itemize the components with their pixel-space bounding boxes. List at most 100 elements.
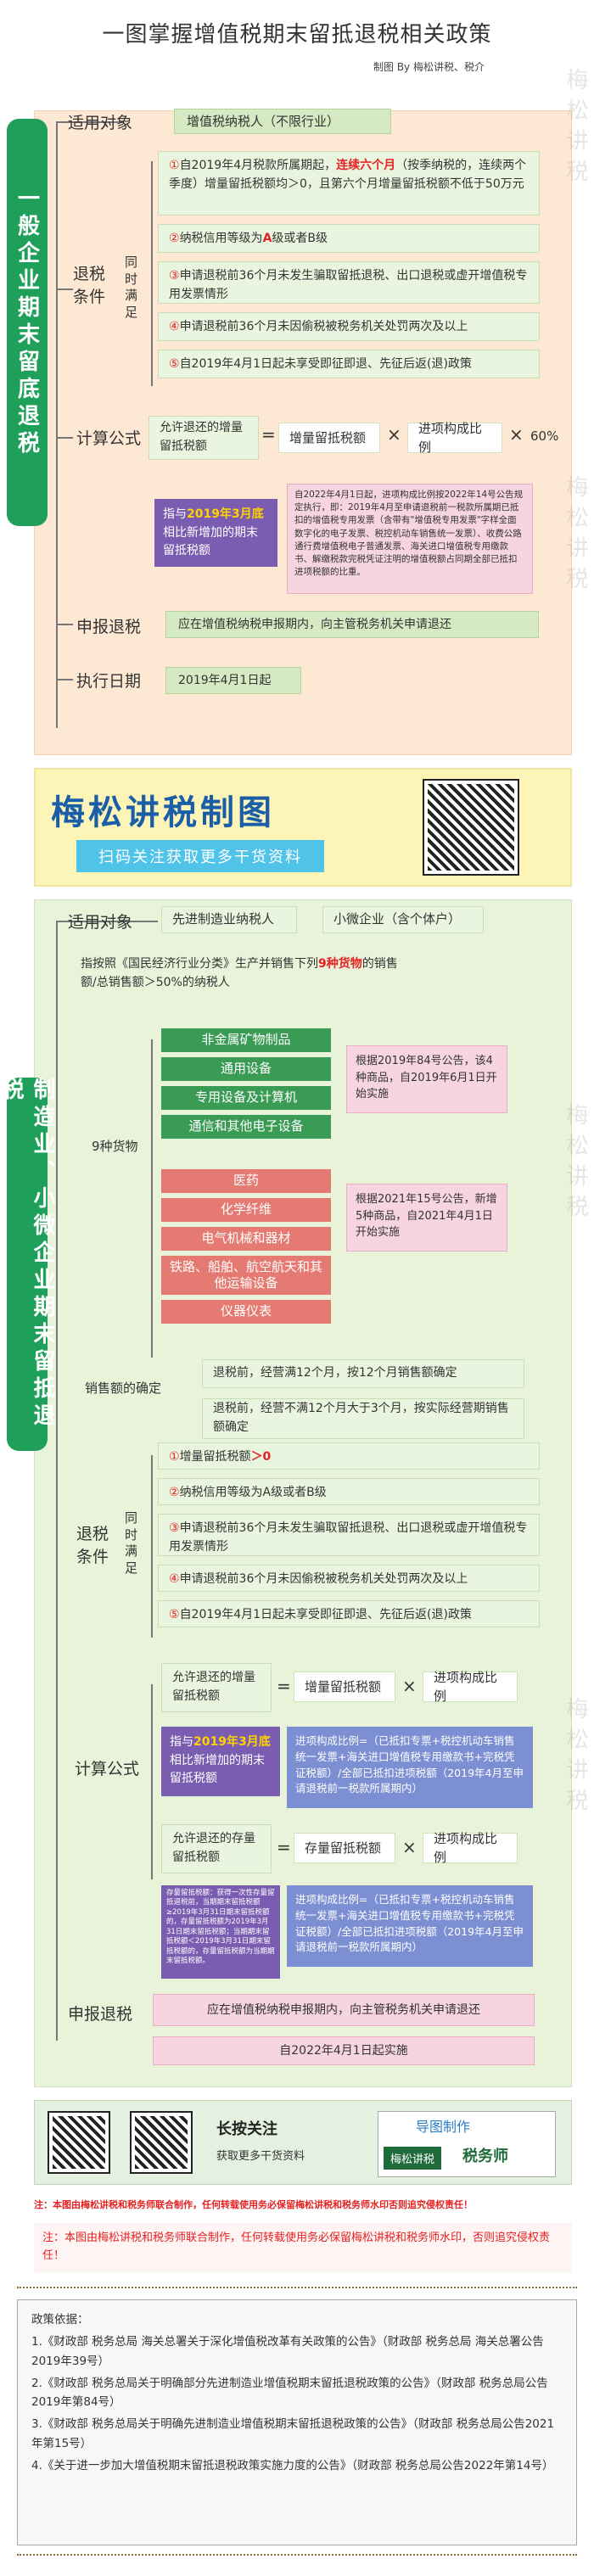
note-text: 相比新增加的期末留抵税额 (170, 1753, 265, 1786)
s2-f2-a: 存量留抵税额 (294, 1833, 395, 1863)
condition-text: 纳税信用等级为A级或者B级 (179, 1486, 327, 1499)
s2-f1-note: 指与2019年3月底相比新增加的期末留抵税额 (161, 1727, 280, 1796)
s1-applicable-label: 适用对象 (68, 113, 133, 132)
connector (151, 1684, 153, 1879)
condition-highlight: 连续六个月 (336, 159, 396, 172)
watermark: 梅松讲税 (563, 475, 588, 597)
s1-formula-a: 增量留抵税额 (278, 423, 380, 453)
note-highlight: 2019年3月底 (193, 1735, 271, 1749)
footer-long-press: 长按关注 (216, 2120, 277, 2138)
policy-item: 3.《财政部 税务总局关于明确先进制造业增值税期末留抵退税政策的公告》（财政部 … (31, 2417, 555, 2450)
s1-formula-left: 允许退还的增量留抵税额 (148, 416, 259, 460)
s2-f2-eq: = (277, 1837, 291, 1857)
footer-warning: 注：本图由梅松讲税和税务师联合制作，任何转载使用务必保留梅松讲税和税务师水印否则… (34, 2199, 473, 2210)
s1-formula-c: 60% (530, 428, 559, 444)
condition-number: ② (169, 1486, 180, 1499)
s1-declare-value: 应在增值税纳税申报期内，向主管税务机关申请退还 (165, 611, 539, 638)
goods-item: 非金属矿物制品 (161, 1028, 331, 1052)
condition-item: ④申请退税前36个月未因偷税被税务机关处罚两次及以上 (158, 1565, 540, 1592)
condition-item: ⑤自2019年4月1日起未享受即征即退、先征后返(退)政策 (158, 350, 540, 378)
s1-declare-label: 申报退税 (76, 617, 142, 636)
condition-item: ①自2019年4月税款所属期起，连续六个月（按季纳税的，连续两个季度）增量留抵税… (158, 151, 540, 216)
condition-text: 级或者B级 (272, 232, 328, 245)
s1-applicable-value: 增值税纳税人（不限行业） (174, 109, 391, 134)
connector (56, 679, 73, 680)
condition-number: ③ (169, 1521, 180, 1535)
note-text: 相比新增加的期末留抵税额 (163, 525, 258, 558)
s2-sales-label: 销售额的确定 (85, 1380, 162, 1396)
s1-date-value: 2019年4月1日起 (165, 667, 301, 694)
note-highlight: 2019年3月底 (187, 507, 264, 521)
s2-applicable-label: 适用对象 (68, 912, 133, 932)
footer-brand-a: 梅松讲税 (384, 2147, 442, 2170)
condition-item: ④申请退税前36个月未因偷税被税务机关处罚两次及以上 (158, 312, 540, 341)
condition-text: 申请退税前36个月未发生骗取留抵退税、出口退税或虚开增值税专用发票情形 (169, 269, 528, 301)
condition-item: ③申请退税前36个月未发生骗取留抵退税、出口退税或虚开增值税专用发票情形 (158, 1514, 540, 1556)
policy-box: 政策依据： 1.《财政部 税务总局 海关总署关于深化增值税改革有关政策的公告》（… (17, 2299, 577, 2545)
credit-line: 制图 By 梅松讲税、税介 (373, 61, 485, 73)
condition-number: ① (169, 159, 180, 172)
policy-title: 政策依据： (31, 2313, 89, 2327)
s2-declare-label: 申报退税 (68, 2004, 133, 2024)
s1-date-label: 执行日期 (76, 671, 142, 691)
s1-conditions-label: 退税条件 (73, 265, 106, 306)
s2-f2-x: × (402, 1837, 417, 1857)
s2-f1-b: 进项构成比例 (423, 1670, 518, 1704)
banner-title: 梅松讲税制图 (51, 793, 275, 832)
s1-formula-b: 进项构成比例 (407, 421, 502, 455)
s1-simul-label: 同时满足 (125, 255, 138, 320)
qr-code-icon[interactable] (130, 2111, 193, 2174)
connector (151, 161, 153, 386)
qr-code-icon[interactable] (423, 779, 519, 876)
s2-date-value: 自2022年4月1日起实施 (153, 2036, 535, 2065)
goods-item: 仪器仪表 (161, 1300, 331, 1324)
policy-list: 1.《财政部 税务总局 海关总署关于深化增值税改革有关政策的公告》（财政部 税务… (31, 2332, 563, 2475)
watermark: 梅松讲税 (563, 1103, 588, 1225)
condition-item: ③申请退税前36个月未发生骗取留抵退税、出口退税或虚开增值税专用发票情形 (158, 261, 540, 304)
s2-goods-group1-note: 根据2019年84号公告，该4种商品，自2019年6月1日开始实施 (346, 1045, 507, 1113)
policy-item: 2.《财政部 税务总局关于明确部分先进制造业增值税期末留抵退税政策的公告》（财政… (31, 2376, 548, 2410)
footer-made-by: 导图制作 (416, 2119, 471, 2135)
connector (151, 1455, 153, 1638)
s2-sales-b: 退税前，经营不满12个月大于3个月，按实际经营期销售额确定 (202, 1398, 524, 1439)
s2-stock-note: 存量留抵税额：获得一次性存量留抵退税前，当期期末留抵税额≥2019年3月31日期… (161, 1885, 280, 1979)
connector (56, 288, 73, 290)
s2-sales-a: 退税前，经营满12个月，按12个月销售额确定 (202, 1359, 524, 1388)
section1-vertical-label: 一般企业期末留底退税 (7, 119, 48, 526)
s2-goods-intro: 指按照《国民经济行业分类》生产并销售下列9种货物的销售额/总销售额＞50%的纳税… (81, 955, 403, 993)
section2-vertical-label: 制造业、小微企业期末留抵退税 (0, 1078, 55, 1451)
intro-text: 指按照《国民经济行业分类》生产并销售下列 (81, 957, 318, 971)
condition-text: 增量留抵税额 (179, 1450, 251, 1464)
banner-subtitle: 扫码关注获取更多干货资料 (76, 840, 324, 872)
s2-f1-x: × (402, 1676, 417, 1696)
connector (151, 1039, 153, 1358)
condition-text: 申请退税前36个月未发生骗取留抵退税、出口退税或虚开增值税专用发票情形 (169, 1521, 528, 1554)
condition-number: ⑤ (169, 357, 180, 371)
condition-item: ⑤自2019年4月1日起未享受即征即退、先征后返(退)政策 (158, 1600, 540, 1627)
s2-simul-label: 同时满足 (125, 1510, 138, 1576)
s1-formula-x2: × (509, 424, 524, 445)
watermark: 梅松讲税 (563, 68, 588, 190)
s2-f1-left: 允许退还的增量留抵税额 (161, 1663, 272, 1712)
s2-f2-b: 进项构成比例 (423, 1831, 518, 1865)
connector (56, 121, 124, 123)
goods-item: 电气机械和器材 (161, 1227, 331, 1251)
condition-item: ①增量留抵税额＞0 (158, 1442, 540, 1470)
qr-code-icon[interactable] (48, 2111, 110, 2174)
watermark: 梅松讲税 (563, 1697, 588, 1819)
note-text: 指与 (170, 1735, 193, 1749)
divider (17, 2287, 577, 2288)
condition-highlight: ＞0 (250, 1450, 272, 1464)
footer-note: 注：本图由梅松讲税和税务师联合制作，任何转载使用务必保留梅松讲税和税务师水印，否… (34, 2223, 572, 2272)
condition-text: 申请退税前36个月未因偷税被税务机关处罚两次及以上 (179, 1572, 468, 1586)
s2-formula-label: 计算公式 (75, 1760, 140, 1778)
condition-number: ③ (169, 269, 180, 283)
condition-text: 申请退税前36个月未因偷税被税务机关处罚两次及以上 (179, 320, 468, 333)
goods-item: 医药 (161, 1169, 331, 1193)
s2-f1-eq: = (277, 1676, 291, 1696)
connector (56, 921, 158, 922)
s2-ratio-note-a: 进项构成比例=（已抵扣专票+税控机动车销售统一发票+海关进口增值税专用缴款书+完… (287, 1727, 533, 1808)
goods-item: 专用设备及计算机 (161, 1086, 331, 1110)
goods-item: 铁路、船舶、航空航天和其他运输设备 (161, 1256, 331, 1295)
s1-formula-label: 计算公式 (76, 428, 142, 448)
